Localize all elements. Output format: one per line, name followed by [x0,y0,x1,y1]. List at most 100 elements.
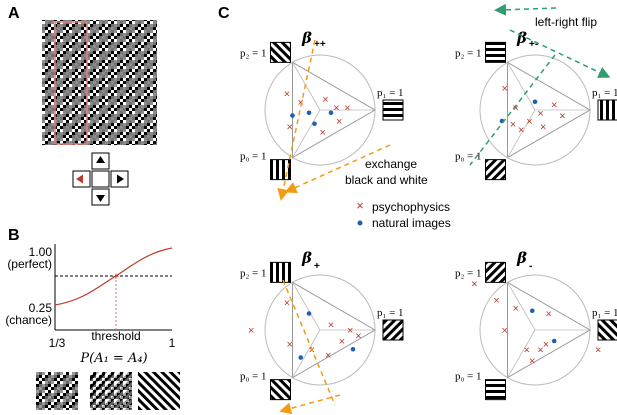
corner-label: p₁ = 1 [592,87,617,99]
natural-image-point [532,99,538,105]
corner-texture [270,261,291,283]
plot-spoke [507,282,536,331]
psychophysics-point: × [518,124,524,136]
texture-diagonal [138,372,180,410]
plot-triangle [507,281,592,379]
corner-texture [597,99,617,121]
psychophysics-point: × [513,303,519,315]
natural-image-point [350,346,356,352]
plot-spoke [507,109,536,158]
psychophysics-point: × [355,331,361,343]
beta-title: β [301,249,312,267]
b-x-left: 1/3 [49,336,66,350]
psychophysics-point: × [529,355,535,367]
natural-image-point [551,338,557,344]
corner-texture [270,379,291,401]
exchange-arrow [284,144,391,194]
natural-image-point [306,311,312,316]
corner-label: p₂ = 1 [455,267,482,279]
psychophysics-point: × [537,108,543,120]
corner-texture [485,379,506,401]
legend-dot-marker [357,220,363,226]
corner-label: p₂ = 1 [455,47,482,59]
psychophysics-point: × [284,89,290,101]
psychophysics-point: × [333,102,339,114]
psychophysics-point: × [325,350,331,362]
exchange-arrow-bottom [282,279,336,406]
exchange-label-2: black and white [345,173,428,187]
legend-x-marker: × [356,198,364,213]
psychophysics-point: × [328,320,334,332]
plot-spoke [292,109,321,158]
b-threshold-marker: + [113,271,119,283]
panel-b: + 1.00 (perfect) 0.25 (chance) threshold… [5,244,180,410]
corner-texture [270,41,291,63]
panel-label-c: C [218,5,230,22]
b-y-top: 1.00 [29,245,53,259]
flip-label: left-right flip [535,15,597,29]
annotations: exchange black and white left-right flip… [277,3,611,415]
corner-texture [485,41,506,63]
plot-spoke [507,62,536,111]
psychophysics-point: × [493,295,499,307]
psychophysics-point: × [336,116,342,128]
exchange-label-1: exchange [365,157,417,171]
psychophysics-point: × [248,325,254,337]
left-arrow-icon [76,174,83,184]
corner-label: p₀ = 1 [455,151,482,163]
psychophysics-point: × [551,100,557,112]
corner-label: p₁ = 1 [592,307,617,319]
corner-label: p₁ = 1 [377,307,404,319]
natural-image-point [290,113,295,118]
psychophysics-point: × [344,102,350,114]
corner-texture [597,319,617,341]
corner-label: p₀ = 1 [240,371,267,383]
plot-spoke [292,62,321,111]
up-arrow-icon [96,156,105,163]
corner-label: p₀ = 1 [240,151,267,163]
triangle-plot-3: p₂ = 1p₁ = 1p₀ = 1β+××××××××× [240,249,404,401]
psychophysics-point: × [559,111,565,123]
psychophysics-point: × [540,122,546,134]
psychophysics-point: × [510,119,516,131]
psychophysics-point: × [339,336,345,348]
b-y-top-note: (perfect) [7,257,52,271]
psychophysics-point: × [543,339,549,351]
psychophysics-point: × [322,94,328,106]
psychophysics-point: × [287,122,293,134]
beta-title: β [301,29,312,47]
psychophysics-point: × [298,97,304,109]
natural-image-point [306,110,312,116]
triangle-plot-4: p₂ = 1p₁ = 1p₀ = 1β-×××××××××× [455,249,617,401]
panel-label-b: B [8,227,20,244]
legend-psychophysics: psychophysics [372,200,450,214]
psychophysics-point: × [347,325,353,337]
psychophysics-point: × [284,298,290,310]
b-y-bottom: 0.25 [29,301,53,315]
psychophysics-point: × [513,102,519,114]
legend-natural-images: natural images [372,216,451,230]
natural-image-point [312,121,317,127]
natural-image-point [298,355,304,360]
beta-title: β [516,249,527,267]
flip-arrow-top [494,3,557,16]
highlight-box [54,21,88,145]
psychophysics-point: × [526,116,532,128]
corner-texture [485,261,506,283]
b-x-right: 1 [169,336,176,350]
corner-texture [485,159,506,181]
corner-label: p₂ = 1 [240,267,267,279]
corner-label: p₂ = 1 [240,47,267,59]
plot-triangle [292,61,377,159]
psychophysics-point: × [595,344,601,356]
triangle-plot-1: p₂ = 1p₁ = 1p₀ = 1β++×××××××× [240,29,404,181]
right-arrow-icon [117,174,124,184]
triangle-plot-2: p₂ = 1p₁ = 1p₀ = 1β+-××××××××× [455,29,617,181]
b-threshold-label: threshold [91,329,140,343]
panel-label-a: A [8,5,20,22]
beta-subscript: + [314,261,320,272]
middle-key [91,170,110,188]
beta-subscript: ++ [314,39,326,50]
plot-spoke [507,329,536,378]
